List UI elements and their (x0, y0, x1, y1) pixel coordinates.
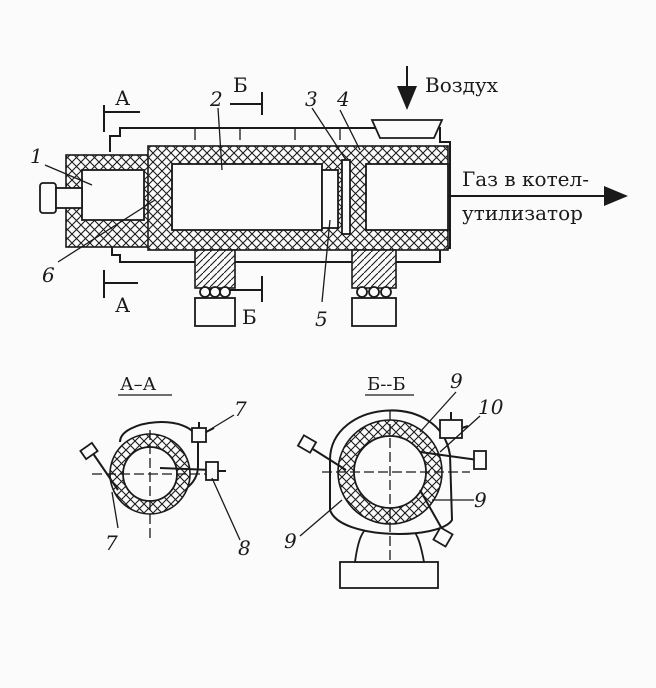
label-1: 1 (30, 144, 43, 168)
section-b-bottom-line (230, 276, 263, 302)
label-5: 5 (315, 307, 328, 331)
leader-1 (44, 164, 93, 186)
leader-3 (311, 107, 347, 161)
bb-base (339, 561, 439, 589)
aa-injector-7 (91, 451, 119, 491)
bb-title: Б--Б (367, 374, 406, 395)
aa-centerlines (92, 430, 210, 540)
support-right-base (351, 297, 397, 327)
bb-centerlines (322, 410, 470, 560)
gas-label-line2: утилизатор (462, 201, 583, 225)
leader-6 (57, 199, 156, 263)
section-a-top-line (103, 105, 140, 132)
support-left-base (194, 297, 236, 327)
section-b-top-label: Б (233, 73, 248, 97)
label-3: 3 (305, 87, 318, 111)
bb-label-9-right: 9 (474, 488, 487, 512)
bb-label-10: 10 (478, 395, 504, 419)
chamber-2 (171, 163, 323, 231)
outlet-chamber (365, 163, 449, 231)
casing-segments (194, 128, 341, 140)
bb-injector-left (307, 445, 347, 471)
section-b-top-line (230, 92, 263, 115)
aa-rod-8 (159, 467, 213, 471)
support-right-block (351, 249, 397, 289)
aa-label-8: 8 (238, 536, 251, 560)
aa-leader-8 (211, 477, 241, 541)
support-left-block (194, 249, 236, 289)
bb-nut-10 (473, 450, 487, 470)
main-view (39, 66, 628, 327)
section-a-bottom-label: А (115, 293, 130, 317)
air-inlet (370, 119, 444, 139)
section-a-bottom-line (103, 270, 138, 298)
aa-leader-7-bottom (111, 491, 119, 529)
leader-5 (321, 219, 331, 303)
aa-valve-7 (191, 427, 207, 443)
aa-title: А–А (120, 374, 157, 395)
section-aa (79, 414, 241, 541)
separator-3 (341, 159, 351, 235)
burner-knob (39, 182, 57, 214)
label-6: 6 (42, 263, 55, 287)
baffle-5 (321, 169, 339, 229)
aa-leader-7-top (205, 414, 235, 433)
bb-leader-9-left (299, 499, 343, 537)
bb-label-9-top: 9 (450, 369, 463, 393)
aa-nut-8 (205, 461, 219, 481)
label-2: 2 (209, 87, 223, 111)
gas-label-line1: Газ в котел- (462, 167, 589, 191)
bb-rod-10 (419, 451, 479, 461)
label-4: 4 (336, 87, 350, 111)
aa-label-7-top: 7 (234, 397, 247, 421)
bb-label-9-left: 9 (284, 529, 297, 553)
section-a-top-label: А (115, 86, 130, 110)
leader-2 (217, 107, 223, 171)
aa-label-7-bottom: 7 (105, 531, 118, 555)
air-label: Воздух (425, 73, 499, 97)
burner-nozzle (55, 187, 83, 209)
bb-leader-10 (439, 415, 481, 453)
leader-4 (339, 109, 361, 151)
bb-leader-9-top (419, 391, 457, 433)
section-b-bottom-label: Б (242, 305, 257, 329)
section-bb (296, 391, 487, 589)
